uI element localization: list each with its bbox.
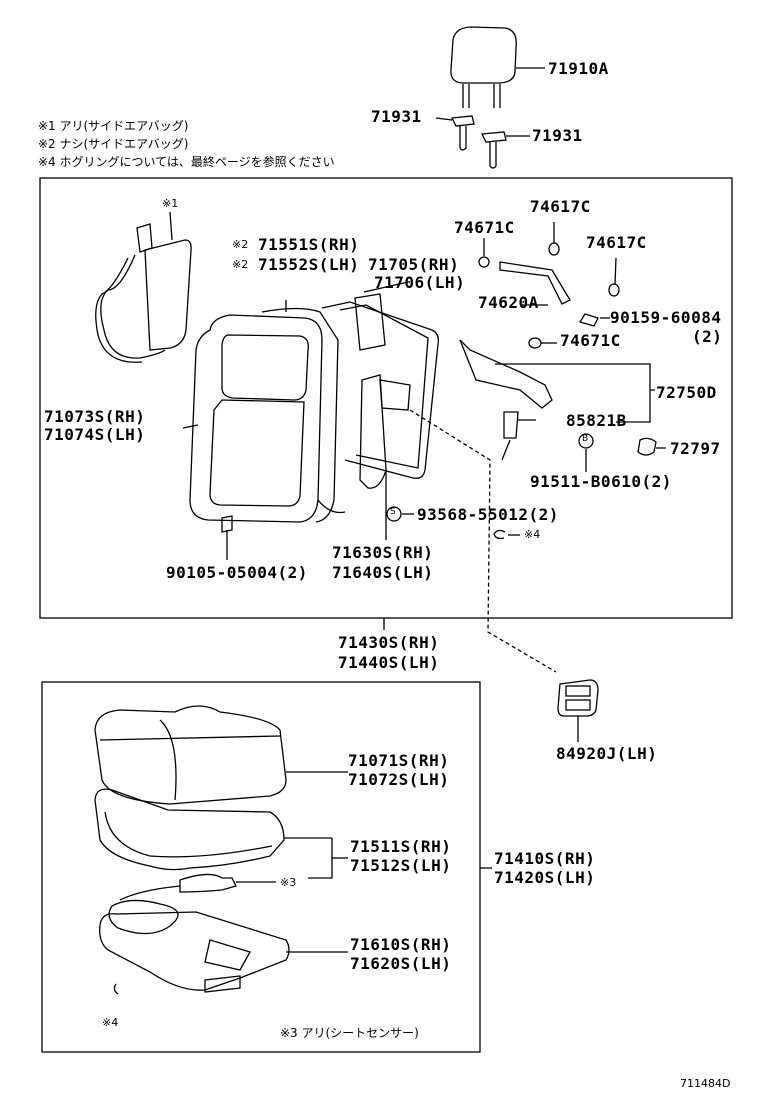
- label-90105: 90105-05004(2): [166, 563, 308, 582]
- b-mark-symbol: B: [582, 434, 589, 444]
- label-cushion-cover-rh: 71071S(RH): [348, 751, 450, 770]
- cushion-cover-illustration: [94, 705, 348, 805]
- label-cushion-assy-lh: 71420S(LH): [494, 868, 596, 887]
- headrest-support-illustration: [435, 115, 530, 169]
- s-mark-symbol: S: [390, 507, 396, 517]
- label-cover-lh-mark: ※2: [232, 258, 249, 271]
- label-frame-lh: 71706(LH): [374, 273, 466, 292]
- label-74617c-mid: 74617C: [586, 233, 647, 252]
- label-74671c-top: 74671C: [454, 218, 515, 237]
- label-mark-1: ※1: [162, 197, 179, 210]
- label-mark-4-cushion: ※4: [102, 1016, 119, 1029]
- label-cover-lh: 71552S(LH): [258, 255, 360, 274]
- label-cushion-assy-rh: 71410S(RH): [494, 849, 596, 868]
- label-93568: 93568-55012(2): [417, 505, 559, 524]
- label-cushion-pad-rh: 71511S(RH): [350, 837, 452, 856]
- label-cover-rh: 71551S(RH): [258, 235, 360, 254]
- label-cushion-cover-lh: 71072S(LH): [348, 770, 450, 789]
- label-91511: 91511-B0610(2): [530, 472, 672, 491]
- label-spring-rh: 71630S(RH): [332, 543, 434, 562]
- label-cushion-frame-rh: 71610S(RH): [350, 935, 452, 954]
- label-85821b: 85821B: [566, 411, 627, 430]
- label-mark-4-back: ※4: [524, 528, 541, 541]
- label-headrest-support-left: 71931: [371, 107, 422, 126]
- note-3: ※3 アリ(シートセンサー): [280, 1026, 419, 1040]
- label-headrest: 71910A: [548, 59, 609, 78]
- cushion-group-box: [41, 681, 481, 1053]
- cushion-pad-illustration: [94, 788, 348, 901]
- label-90159-qty: (2): [692, 327, 723, 346]
- label-back-pad-lh: 71074S(LH): [44, 425, 146, 444]
- label-90159: 90159-60084: [610, 308, 722, 327]
- label-headrest-support-right: 71931: [532, 126, 583, 145]
- label-72750d: 72750D: [656, 383, 717, 402]
- headrest-illustration: [450, 26, 545, 108]
- seatback-cover-illustration: [182, 300, 346, 523]
- label-74620a: 74620A: [478, 293, 539, 312]
- label-frame-rh: 71705(RH): [368, 255, 460, 274]
- label-back-assy-lh: 71440S(LH): [338, 653, 440, 672]
- cushion-frame-illustration: [99, 899, 348, 995]
- seatback-frame-illustration: [321, 281, 440, 489]
- side-airbag-illustration: [95, 211, 192, 363]
- label-74671c-mid: 74671C: [560, 331, 621, 350]
- label-72797: 72797: [670, 439, 721, 458]
- note-4: ※4 ホグリングについては、最終ページを参照ください: [38, 155, 335, 169]
- seatback-group-box: [39, 177, 733, 619]
- label-mark-3: ※3: [280, 876, 297, 889]
- label-back-pad-rh: 71073S(RH): [44, 407, 146, 426]
- label-back-assy-rh: 71430S(RH): [338, 633, 440, 652]
- note-2: ※2 ナシ(サイドエアバッグ): [38, 137, 189, 151]
- label-spring-lh: 71640S(LH): [332, 563, 434, 582]
- label-cushion-pad-lh: 71512S(LH): [350, 856, 452, 875]
- note-1: ※1 アリ(サイドエアバッグ): [38, 119, 189, 133]
- label-cushion-frame-lh: 71620S(LH): [350, 954, 452, 973]
- label-cover-rh-mark: ※2: [232, 238, 249, 251]
- label-switch: 84920J(LH): [556, 744, 658, 763]
- figure-id: 711484D: [680, 1077, 731, 1090]
- label-74617c-top: 74617C: [530, 197, 591, 216]
- recliner-hardware-illustration: [221, 222, 666, 560]
- seat-switch-illustration: [557, 679, 599, 742]
